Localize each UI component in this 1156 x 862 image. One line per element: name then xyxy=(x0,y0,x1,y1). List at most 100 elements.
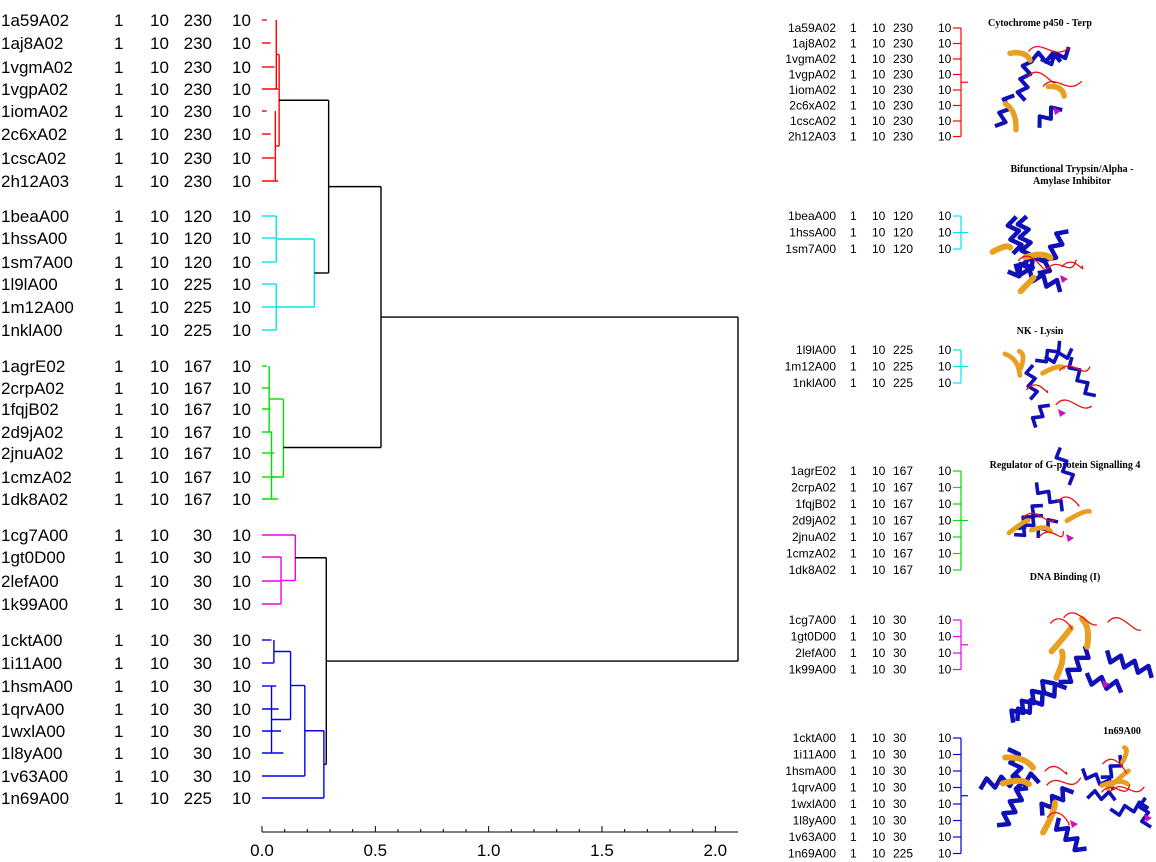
panel-leaf-value-label: 10 xyxy=(872,209,886,223)
panel-leaf-value-label: 10 xyxy=(872,481,886,495)
panel-leaf-value-label: 10 xyxy=(872,497,886,511)
loop-coil xyxy=(1058,365,1091,372)
panel-leaf-value-label: 30 xyxy=(893,613,907,627)
leaf-value-label: 30 xyxy=(193,767,212,786)
leaf-id-label: 1cscA02 xyxy=(1,149,66,168)
panel-leaf-value-label: 10 xyxy=(938,764,952,778)
helix-ribbon xyxy=(1104,649,1154,679)
panel-leaf-id-label: 2jnuA02 xyxy=(792,530,836,544)
helix-ribbon xyxy=(1037,229,1069,276)
leaf-value-label: 10 xyxy=(150,677,169,696)
panel-leaf-id-label: 2c6xA02 xyxy=(789,99,836,113)
panel-leaf-value-label: 10 xyxy=(938,21,952,35)
leaf-value-label: 1 xyxy=(114,34,123,53)
leaf-value-label: 1 xyxy=(114,321,123,340)
panel-leaf-value-label: 225 xyxy=(893,360,913,374)
leaf-value-label: 10 xyxy=(150,321,169,340)
panel-leaf-id-label: 1hssA00 xyxy=(789,226,836,240)
leaf-id-label: 1cmzA02 xyxy=(1,468,72,487)
leaf-value-label: 10 xyxy=(150,468,169,487)
leaf-value-label: 167 xyxy=(184,423,212,442)
panel-leaf-value-label: 10 xyxy=(872,563,886,577)
panel-leaf-value-label: 1 xyxy=(850,563,857,577)
panel-leaf-value-label: 10 xyxy=(938,814,952,828)
leaf-id-label: 1beaA00 xyxy=(1,207,69,226)
leaf-value-label: 10 xyxy=(232,11,251,30)
leaf-value-label: 10 xyxy=(232,149,251,168)
leaf-value-label: 230 xyxy=(184,34,212,53)
leaf-value-label: 230 xyxy=(184,149,212,168)
strand-ribbon xyxy=(1017,274,1037,295)
helix-ribbon xyxy=(996,785,1029,828)
leaf-value-label: 225 xyxy=(184,298,212,317)
panel-leaf-id-label: 1vgpA02 xyxy=(789,68,837,82)
leaf-value-label: 167 xyxy=(184,468,212,487)
leaf-value-label: 225 xyxy=(184,275,212,294)
panel-leaf-id-label: 1a59A02 xyxy=(788,21,836,35)
loop-coil xyxy=(1026,384,1049,394)
strand-ribbon xyxy=(1028,525,1053,534)
leaf-id-label: 1agrE02 xyxy=(1,357,65,376)
leaf-value-label: 10 xyxy=(232,400,251,419)
panel-leaf-value-label: 10 xyxy=(938,613,952,627)
panel-leaf-value-label: 1 xyxy=(850,242,857,256)
leaf-value-label: 10 xyxy=(232,490,251,509)
helix-ribbon xyxy=(1039,46,1071,67)
panel-leaf-value-label: 10 xyxy=(938,376,952,390)
panel-leaf-value-label: 10 xyxy=(872,52,886,66)
panel-leaf-value-label: 30 xyxy=(893,814,907,828)
panel-leaf-value-label: 167 xyxy=(893,530,913,544)
panel-leaf-value-label: 10 xyxy=(872,663,886,677)
leaf-value-label: 167 xyxy=(184,379,212,398)
leaf-value-label: 10 xyxy=(150,744,169,763)
panel-leaf-value-label: 10 xyxy=(938,114,952,128)
axis-tick-label: 0.5 xyxy=(364,841,388,860)
panel-leaf-value-label: 10 xyxy=(938,646,952,660)
leaf-value-label: 10 xyxy=(150,595,169,614)
panel-leaf-value-label: 10 xyxy=(938,781,952,795)
leaf-value-label: 10 xyxy=(150,572,169,591)
panel-leaf-value-label: 1 xyxy=(850,830,857,844)
panel-leaf-value-label: 225 xyxy=(893,847,913,861)
strand-ribbon xyxy=(1002,351,1023,378)
panel-leaf-id-label: 1hsmA00 xyxy=(785,764,836,778)
leaf-id-label: 1k99A00 xyxy=(1,595,68,614)
panel-leaf-id-label: 1l8yA00 xyxy=(793,814,837,828)
panel-leaf-value-label: 230 xyxy=(893,68,913,82)
panel-leaf-value-label: 10 xyxy=(938,563,952,577)
leaf-value-label: 1 xyxy=(114,677,123,696)
leaf-value-label: 167 xyxy=(184,357,212,376)
turn-ribbon xyxy=(1102,680,1110,688)
panel-leaf-value-label: 10 xyxy=(872,646,886,660)
leaf-value-label: 30 xyxy=(193,677,212,696)
leaf-value-label: 10 xyxy=(232,298,251,317)
leaf-value-label: 10 xyxy=(232,744,251,763)
helix-ribbon xyxy=(1013,503,1043,531)
leaf-id-label: 1aj8A02 xyxy=(1,34,63,53)
strand-ribbon xyxy=(1016,348,1026,371)
protein-structure-image xyxy=(1080,745,1153,829)
leaf-value-label: 10 xyxy=(232,700,251,719)
panel-leaf-value-label: 10 xyxy=(938,847,952,861)
panel-leaf-value-label: 10 xyxy=(872,748,886,762)
leaf-value-label: 1 xyxy=(114,11,123,30)
panel-leaf-value-label: 167 xyxy=(893,563,913,577)
leaf-value-label: 1 xyxy=(114,744,123,763)
leaf-value-label: 10 xyxy=(150,789,169,808)
leaf-value-label: 1 xyxy=(114,149,123,168)
leaf-value-label: 10 xyxy=(150,400,169,419)
leaf-value-label: 10 xyxy=(232,207,251,226)
leaf-value-label: 10 xyxy=(232,468,251,487)
panel-leaf-value-label: 167 xyxy=(893,481,913,495)
panel-leaf-value-label: 1 xyxy=(850,376,857,390)
panel-leaf-value-label: 1 xyxy=(850,613,857,627)
panel-leaf-value-label: 10 xyxy=(872,37,886,51)
strand-ribbon xyxy=(1007,50,1033,63)
turn-ribbon xyxy=(1066,534,1074,542)
panel-leaf-value-label: 1 xyxy=(850,130,857,144)
leaf-value-label: 10 xyxy=(232,34,251,53)
panel-leaf-value-label: 10 xyxy=(938,514,952,528)
loop-coil xyxy=(1046,259,1077,270)
leaf-value-label: 225 xyxy=(184,321,212,340)
